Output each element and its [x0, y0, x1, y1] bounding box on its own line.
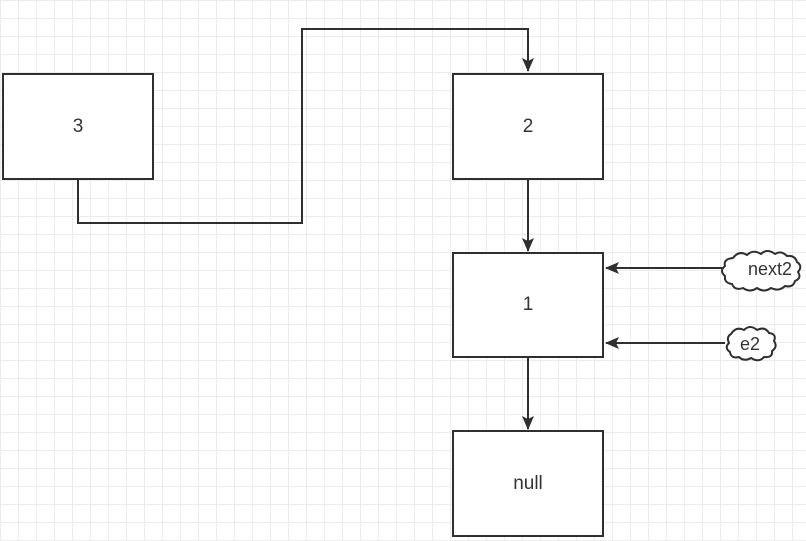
node-2: 2 [452, 73, 604, 180]
node-3-label: 3 [72, 115, 84, 137]
pointer-e2-label: e2 [740, 334, 760, 354]
node-3: 3 [2, 73, 154, 180]
pointer-next2-tag: next2 [721, 250, 802, 292]
node-null-label: null [513, 472, 543, 494]
pointer-e2-tag: e2 [725, 326, 777, 362]
node-1: 1 [452, 252, 604, 358]
node-2-label: 2 [522, 115, 534, 137]
node-1-label: 1 [522, 294, 534, 315]
node-null: null [452, 430, 604, 537]
link-3-to-2 [77, 28, 534, 224]
pointer-next2-label: next2 [748, 259, 792, 279]
